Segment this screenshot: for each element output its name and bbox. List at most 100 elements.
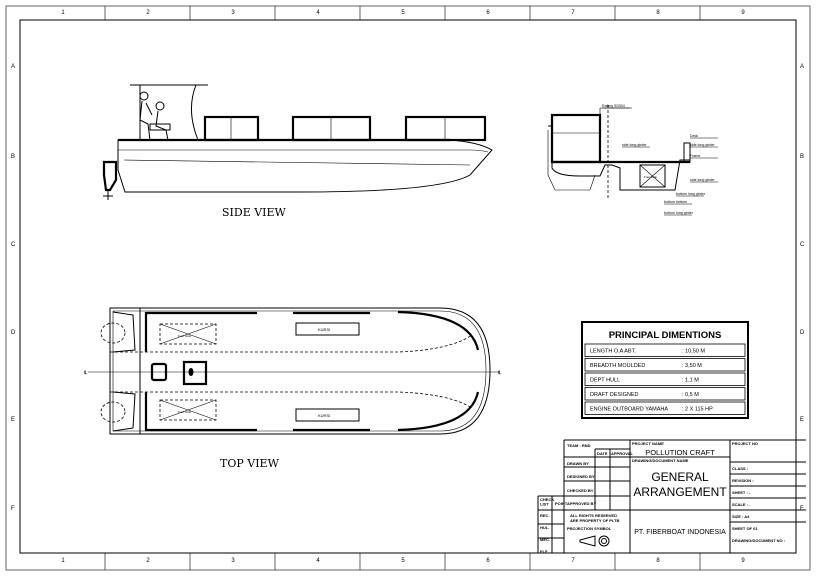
column-label: 3: [231, 558, 235, 564]
section-label: bottom long girder: [676, 192, 706, 196]
dimension-label: DEPT HULL: [590, 378, 620, 384]
check-row: HUL.: [540, 525, 549, 530]
row-label: C: [800, 242, 805, 248]
top-view: Fuel Tank Fuel Tank KURSI KURSI ℄ ℄ TOP …: [83, 307, 502, 470]
check-row: ELE.: [540, 549, 549, 554]
row-label: E: [11, 417, 15, 423]
column-label: 3: [231, 10, 235, 16]
seat-label: KURSI: [318, 413, 330, 418]
check-row: MEC.: [540, 537, 550, 542]
principal-dimensions-table: PRINCIPAL DIMENTIONS LENGTH O.A ABT. : 10…: [581, 321, 749, 419]
drawing-name-label: DRAWING/DOCUMENT NAME: [632, 458, 689, 463]
row-label: D: [11, 330, 16, 336]
column-label: 4: [316, 558, 320, 564]
column-label: 5: [401, 10, 405, 16]
checked-by: CHECKED BY: [567, 488, 594, 493]
side-view-label: SIDE VIEW: [222, 206, 287, 219]
section-label: bottom bottom: [664, 200, 687, 204]
column-label: 2: [146, 558, 150, 564]
column-label: 7: [571, 558, 575, 564]
dimension-row: [584, 343, 746, 357]
dimension-label: LENGTH O.A ABT.: [590, 349, 636, 355]
section-label: side long girder: [622, 143, 647, 147]
title-right-row: DRAWING/DOCUMENT NO :: [732, 538, 785, 543]
row-label: C: [11, 242, 16, 248]
drawing-name: GENERAL: [651, 470, 709, 484]
column-label: 9: [741, 10, 745, 16]
date: DATE: [597, 451, 608, 456]
midship-section: Railing SS304 side long girder Deck side lo…: [547, 104, 718, 216]
top-view-label: TOP VIEW: [220, 457, 280, 470]
dimension-value: : 2 X 115 HP: [682, 407, 713, 413]
section-label: side long girder: [690, 143, 715, 147]
column-label: 8: [656, 10, 660, 16]
tank-label: Fuel Tank: [178, 410, 191, 414]
dimension-value: : 1,1 M: [682, 378, 699, 384]
centerline-mark: ℄: [83, 370, 88, 376]
principal-dimensions-title: PRINCIPAL DIMENTIONS: [609, 330, 722, 341]
row-label: A: [800, 64, 804, 70]
title-right-row: SCALE : -: [732, 502, 751, 507]
title-right-row: SIZE : A4: [732, 514, 750, 519]
column-label: 4: [316, 10, 320, 16]
title-right-row: SHEET : -: [732, 490, 751, 495]
row-label: B: [800, 154, 804, 160]
row-label: D: [800, 330, 805, 336]
column-label: 6: [486, 10, 490, 16]
row-label: A: [11, 64, 15, 70]
section-label: Deck: [690, 134, 698, 138]
approval: APPROVAL: [611, 451, 633, 456]
row-label: E: [800, 417, 804, 423]
tank-label: Fuel Tank: [178, 334, 191, 338]
seat-label: KURSI: [318, 327, 330, 332]
dimension-label: ENGINE OUTBOARD YAMAHA: [590, 407, 668, 413]
dimension-value: : 0,5 M: [682, 392, 699, 398]
outer-border: [5, 5, 811, 571]
centerline-mark: ℄: [497, 370, 502, 376]
dimension-label: BREADTH MOULDED: [590, 363, 645, 369]
drawing-name: ARRANGEMENT: [633, 485, 727, 499]
dimension-value: : 10,50 M: [682, 349, 705, 355]
row-label: F: [800, 506, 804, 512]
column-label: 9: [741, 558, 745, 564]
side-view: SIDE VIEW: [102, 84, 493, 219]
dimension-row: [584, 387, 746, 401]
dimension-value: : 3,50 M: [682, 363, 702, 369]
dimension-row: [584, 401, 746, 415]
inner-border: [19, 19, 797, 554]
title-right-row: REVISION :: [732, 478, 754, 483]
title-right-row: CLASS :: [732, 466, 748, 471]
dimension-label: DRAFT DESIGNED: [590, 392, 639, 398]
drawn-by: DRAWN BY: [567, 461, 589, 466]
project-name: POLLUTION CRAFT: [645, 448, 715, 457]
section-label: bottom long girder: [664, 211, 694, 215]
column-label: 8: [656, 558, 660, 564]
title-right-row: SHEET OF 01: [732, 526, 758, 531]
rights-2: ARE PROPERTY OF PLTB: [570, 518, 620, 523]
section-label: side long girder: [690, 178, 715, 182]
tank-label: Fuel Tank: [644, 175, 657, 179]
company-name: PT. FIBERBOAT INDONESIA: [634, 529, 726, 536]
column-label: 6: [486, 558, 490, 564]
column-label: 7: [571, 10, 575, 16]
check-row: REC.: [540, 513, 550, 518]
column-label: 5: [401, 558, 405, 564]
project-no: PROJECT NO: [732, 441, 758, 446]
project-name-label: PROJECT NAME: [632, 441, 664, 446]
row-label: B: [11, 154, 15, 160]
section-label: Frame: [690, 154, 700, 158]
approved-by: APPROVED BY: [567, 501, 596, 506]
projection: PROJECTION SYMBOL: [567, 526, 612, 531]
team: TEAM : RND: [567, 443, 591, 448]
dimension-row: [584, 372, 746, 386]
rights-1: ALL RIGHTS RESERVED: [570, 513, 617, 518]
column-label: 1: [61, 10, 65, 16]
dimension-row: [584, 358, 746, 372]
section-label: Railing SS304: [602, 104, 625, 108]
column-label: 2: [146, 10, 150, 16]
point: POINT: [555, 501, 568, 506]
